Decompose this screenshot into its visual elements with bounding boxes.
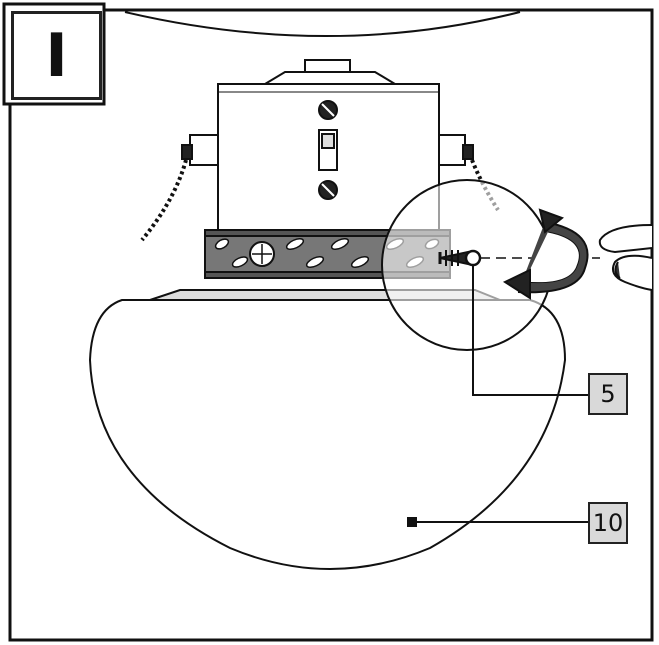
pull-chain-right xyxy=(438,134,500,212)
fan-motor-housing xyxy=(124,11,521,37)
step-label: I xyxy=(11,11,102,100)
pull-chain-left xyxy=(140,134,219,242)
callout-10: 10 xyxy=(588,502,628,544)
hand-icon xyxy=(598,224,653,291)
switch-housing-collar xyxy=(261,59,399,85)
callout-leaders xyxy=(407,265,588,527)
screw-icon xyxy=(464,249,482,267)
rotate-clockwise-icon xyxy=(502,208,589,300)
screw-detail-magnifier xyxy=(381,179,600,351)
callout-5: 5 xyxy=(588,373,628,415)
